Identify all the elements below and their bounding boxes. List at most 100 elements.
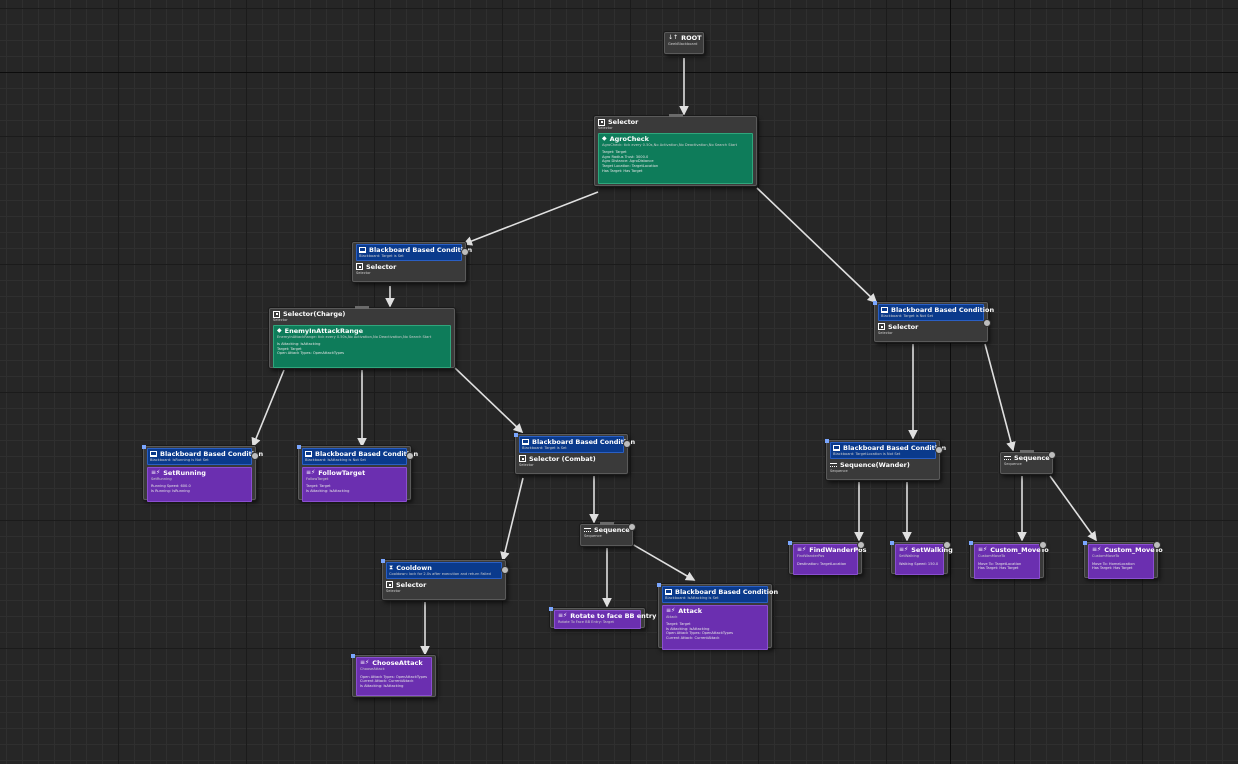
- task-attack-node[interactable]: Blackboard Based Condition Blackboard: I…: [657, 583, 778, 650]
- decorator-sub: Blackboard: Target is Set: [522, 446, 567, 450]
- breakpoint-marker: [381, 559, 385, 563]
- output-pin[interactable]: [251, 452, 259, 460]
- task-body[interactable]: ≡⚡FollowTarget FollowTarget Target: Targ…: [302, 466, 407, 502]
- output-pin[interactable]: [501, 566, 509, 574]
- task-props: Walking Speed: 150.0: [899, 562, 940, 567]
- task-sub: SetRunning: [151, 476, 172, 481]
- decorator-sub: Blackboard: Target is Set: [359, 254, 404, 258]
- output-pin[interactable]: [935, 446, 943, 454]
- sequence-right-node[interactable]: Sequence Sequence: [1000, 450, 1056, 474]
- decorator-sub: Blackboard: IsAttacking is Set: [665, 596, 719, 600]
- task-icon: ≡⚡: [306, 468, 316, 476]
- decorator-blackboard[interactable]: Blackboard Based Condition Blackboard: I…: [302, 448, 418, 465]
- task-sub: FollowTarget: [306, 476, 329, 481]
- output-pin[interactable]: [983, 319, 991, 327]
- task-icon: ≡⚡: [978, 546, 988, 553]
- service-agrocheck[interactable]: ◆AgroCheck AgroCheck: tick every 0.50s,N…: [598, 132, 753, 184]
- task-body[interactable]: ≡⚡Attack Attack Target: Target Is Attack…: [662, 604, 768, 650]
- task-custommoveto-2-node[interactable]: ≡⚡Custom_MoveTo CustomMoveTo Move To: Ho…: [1083, 541, 1163, 579]
- selector-right-node[interactable]: Blackboard Based Condition Blackboard: T…: [873, 301, 994, 342]
- service-title: AgroCheck: [609, 134, 649, 143]
- output-pin[interactable]: [857, 541, 865, 549]
- output-pin[interactable]: [1039, 541, 1047, 549]
- selector-charge-node[interactable]: Selector(Charge) Selector ◆EnemyInAttack…: [269, 306, 455, 368]
- sequence-sub: Sequence: [584, 534, 602, 538]
- task-custommoveto-1-node[interactable]: ≡⚡Custom_MoveTo CustomMoveTo Move To: Ta…: [969, 541, 1049, 579]
- selector-cooldown-node[interactable]: ⧗Cooldown Cooldown: lock for 2.0s after …: [381, 559, 509, 600]
- decorator-blackboard[interactable]: Blackboard Based Condition Blackboard: T…: [519, 436, 635, 453]
- output-pin[interactable]: [1153, 541, 1161, 549]
- task-body[interactable]: ≡⚡Custom_MoveTo CustomMoveTo Move To: Ho…: [1088, 544, 1163, 579]
- decorator-title: Blackboard Based Condition: [843, 444, 947, 452]
- task-body[interactable]: ≡⚡Custom_MoveTo CustomMoveTo Move To: Ta…: [974, 544, 1049, 579]
- decorator-cooldown[interactable]: ⧗Cooldown Cooldown: lock for 2.0s after …: [386, 562, 502, 579]
- prop-line: Agro Distance: AgroDistance: [602, 159, 654, 164]
- prop-line: Current Attack: CurrentAttack: [666, 635, 720, 640]
- task-setwalking-node[interactable]: ≡⚡SetWalking SetWalking Walking Speed: 1…: [890, 541, 953, 575]
- decorator-blackboard[interactable]: Blackboard Based Condition Blackboard: I…: [147, 448, 263, 465]
- prop-line: Running Speed: 600.0: [151, 484, 191, 489]
- link-seq-attack: [631, 543, 696, 581]
- link-right-sequence: [984, 343, 1016, 452]
- breakpoint-marker: [351, 654, 355, 658]
- selector-agro-node[interactable]: Selector Selector ◆AgroCheck AgroCheck: …: [594, 114, 757, 186]
- input-pin[interactable]: [599, 522, 614, 525]
- task-body[interactable]: ≡⚡FindWanderPos FindWanderPos Destinatio…: [793, 544, 867, 575]
- task-body[interactable]: ≡⚡SetRunning SetRunning Running Speed: 6…: [147, 466, 252, 502]
- prop-line: Is Attacking: IsAttacking: [360, 683, 404, 688]
- service-enemy-in-range[interactable]: ◆EnemyInAttackRange EnemyInAttackRange: …: [273, 324, 451, 368]
- breakpoint-marker: [788, 541, 792, 545]
- service-icon: ◆: [602, 134, 607, 142]
- task-body[interactable]: ≡⚡SetWalking SetWalking Walking Speed: 1…: [895, 544, 953, 575]
- decorator-title: Blackboard Based Condition: [160, 450, 264, 458]
- task-icon: ≡⚡: [1092, 546, 1102, 553]
- output-pin[interactable]: [461, 248, 469, 256]
- root-node[interactable]: ↓↑ROOT GeekBlackboard: [664, 32, 704, 54]
- service-sub: EnemyInAttackRange: tick every 0.50s,No …: [277, 334, 432, 339]
- selector-sub: Selector: [273, 318, 288, 322]
- task-props: Move To: HomeLocation Has Target: Has Ta…: [1092, 562, 1150, 571]
- prop-line: Target: Target: [602, 150, 627, 155]
- grid-axis-horizontal: [0, 72, 1238, 73]
- task-sub: ChooseAttack: [360, 667, 385, 671]
- task-setrunning-node[interactable]: Blackboard Based Condition Blackboard: I…: [142, 445, 263, 502]
- output-pin[interactable]: [406, 452, 414, 460]
- decorator-blackboard[interactable]: Blackboard Based Condition Blackboard: T…: [878, 304, 994, 321]
- prop-line: Move To: HomeLocation: [1092, 561, 1135, 566]
- selector-sub: Selector: [878, 330, 893, 335]
- input-pin[interactable]: [355, 306, 369, 309]
- output-pin[interactable]: [1048, 451, 1056, 459]
- prop-line: Is Running: IsRunning: [151, 488, 190, 493]
- link-charge-running: [251, 369, 285, 448]
- task-findwanderpos-node[interactable]: ≡⚡FindWanderPos FindWanderPos Destinatio…: [788, 541, 867, 575]
- root-sub: GeekBlackboard: [668, 42, 698, 46]
- output-pin[interactable]: [943, 541, 951, 549]
- task-props: Destination: TargetLocation: [797, 562, 854, 567]
- task-body[interactable]: ≡⚡ChooseAttack ChooseAttack Open Attack …: [356, 657, 432, 696]
- selector-left-node[interactable]: Blackboard Based Condition Blackboard: T…: [352, 242, 472, 282]
- decorator-blackboard[interactable]: Blackboard Based Condition Blackboard: I…: [662, 586, 778, 603]
- input-pin[interactable]: [1019, 450, 1034, 453]
- decorator-icon: [150, 451, 157, 457]
- task-rotate-node[interactable]: ≡⚡Rotate to face BB entry Rotate To Face…: [549, 607, 656, 629]
- sequence-combat-node[interactable]: Sequence Sequence: [580, 522, 636, 546]
- selector-icon: [519, 455, 526, 463]
- selector-combat-node[interactable]: Blackboard Based Condition Blackboard: T…: [514, 433, 635, 474]
- breakpoint-marker: [825, 439, 829, 443]
- prop-line: Has Target: Has Target: [1092, 566, 1133, 571]
- breakpoint-marker: [969, 541, 973, 545]
- task-body[interactable]: ≡⚡Rotate to face BB entry Rotate To Face…: [554, 610, 656, 629]
- output-pin[interactable]: [628, 523, 636, 531]
- decorator-blackboard[interactable]: Blackboard Based Condition Blackboard: T…: [830, 442, 946, 459]
- selector-icon: [356, 263, 363, 271]
- root-icon: ↓↑: [668, 34, 679, 41]
- decorator-blackboard[interactable]: Blackboard Based Condition Blackboard: T…: [356, 244, 472, 261]
- task-chooseattack-node[interactable]: ≡⚡ChooseAttack ChooseAttack Open Attack …: [351, 654, 436, 697]
- task-followtarget-node[interactable]: Blackboard Based Condition Blackboard: I…: [297, 445, 418, 502]
- sequence-wander-node[interactable]: Blackboard Based Condition Blackboard: T…: [825, 439, 946, 480]
- input-pin[interactable]: [668, 114, 683, 117]
- task-sub: Rotate To Face BB Entry: Target: [558, 620, 614, 624]
- task-sub: SetWalking: [899, 554, 920, 558]
- output-pin[interactable]: [623, 440, 631, 448]
- selector-sub: Selector: [356, 270, 371, 275]
